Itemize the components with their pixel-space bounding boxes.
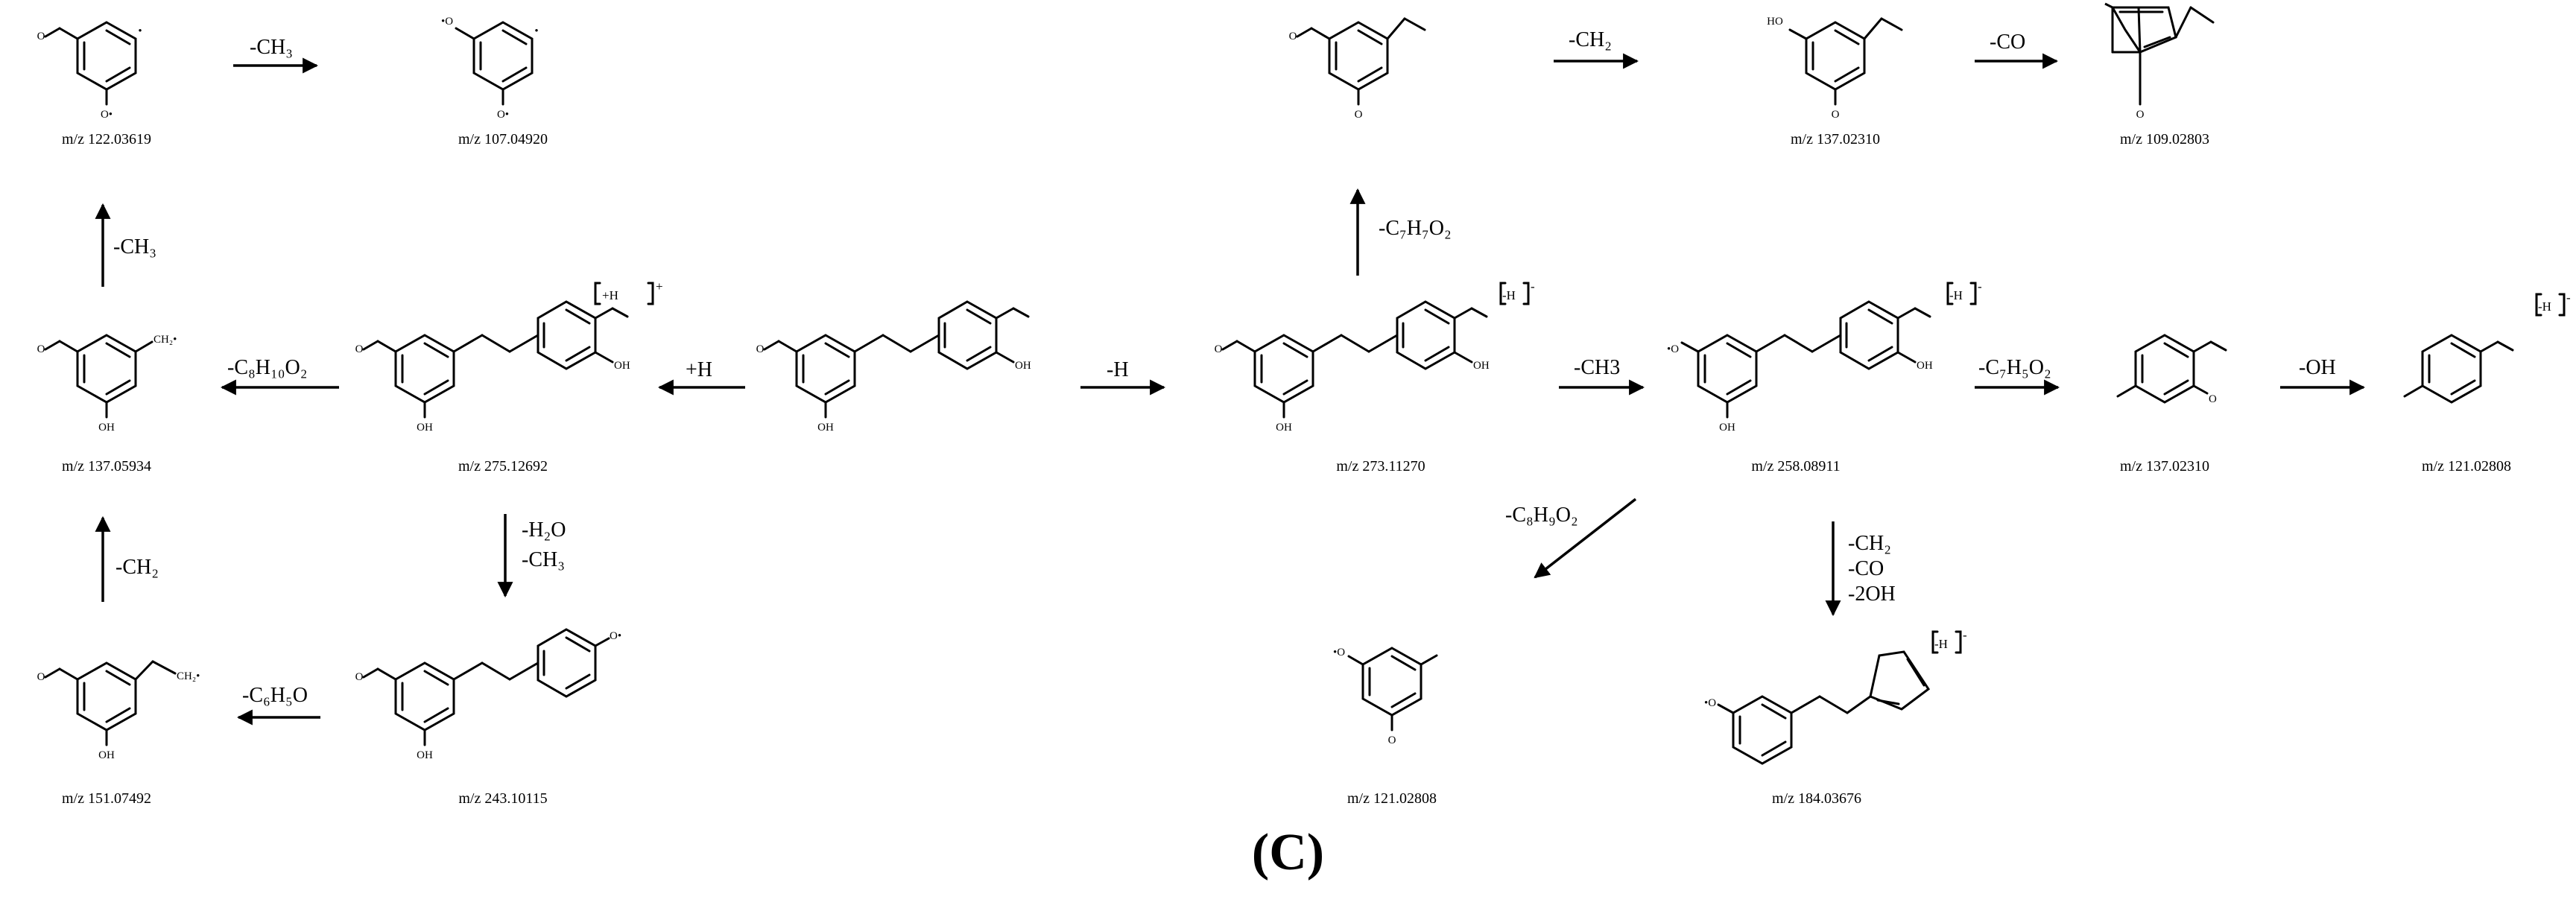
arrow-label: -CO [1990,31,2025,54]
o-radical-atom: O• [610,630,621,642]
charge-label: +H [602,288,618,302]
molecule-mz-273: O OH OH -H - m/z 273.11270 [1215,279,1535,475]
rad-o-atom: •O [1667,343,1679,355]
o-atom: O [37,31,45,42]
ho-atom: HO [1767,16,1783,28]
oh-atom: OH [1473,360,1490,372]
o-atom: O [756,343,765,355]
charge-sign: - [1978,279,1982,293]
o-atom: O [1215,343,1223,355]
oh-atom: OH [1015,360,1031,372]
arrow-label: -CH₃ [522,548,565,571]
o-atom: O [1832,109,1840,121]
mz-label: m/z 109.02803 [2120,131,2209,147]
o-radical-atom: O• [497,109,509,121]
molecule-mz-258: •O OH OH -H - m/z 258.08911 [1667,279,1982,475]
oh-atom: OH [417,749,433,761]
charge-label: -H [1949,288,1963,302]
radical-dot: • [138,25,142,37]
radical-dot: • [534,25,538,37]
molecule-mz-275: O OH OH +H + m/z 275.12692 [355,279,663,475]
mz-label: m/z 258.08911 [1751,458,1840,475]
arrow-label: -C₇H₇O₂ [1379,217,1452,240]
mz-label: m/z 184.03676 [1772,790,1861,807]
rad-o-atom: •O [1704,697,1716,709]
charge-sign: - [2566,291,2571,305]
molecule-mz-243: O OH O• m/z 243.10115 [355,628,621,807]
o-atom: O [37,671,45,683]
parent-molecule: O OH OH [756,300,1031,434]
charge-label: -H [2538,299,2551,314]
molecule-mz-137-02310-mid: O m/z 137.02310 [2116,334,2227,475]
arrow-label: -C₈H₉O₂ [1505,504,1578,527]
molecule-mz-109: O m/z 109.02803 [2104,2,2215,147]
molecule-mz-121-right: -H - m/z 121.02808 [2403,291,2571,475]
oh-atom: OH [98,749,115,761]
oh-atom: OH [1719,422,1735,434]
molecule-mz-151: O OH CH₂• m/z 151.07492 [37,660,200,807]
arrow-label: -H [1107,358,1129,381]
molecule-mz-121-bottom: •O O m/z 121.02808 [1333,647,1438,807]
o-atom: O [355,671,364,683]
arrow-label: -CH₂ [1569,28,1612,51]
mz-label: m/z 243.10115 [458,790,547,807]
arrow-label: -CH3 [1574,356,1620,379]
mz-label: m/z 137.02310 [1791,131,1880,147]
oh-atom: OH [98,422,115,434]
mz-label: m/z 151.07492 [62,790,151,807]
charge-sign: - [1963,628,1967,642]
molecule-mz-107: •O O• • m/z 107.04920 [441,16,548,147]
oh-atom: OH [1276,422,1292,434]
o-atom: O [2209,393,2217,405]
charge-label: -H [1934,637,1948,651]
mz-label: m/z 121.02808 [2422,458,2511,475]
arrow-label: -CH₂ [1848,532,1891,555]
mz-label: m/z 121.02808 [1347,790,1437,807]
arrow-label: -CO [1848,557,1884,580]
o-atom: O [37,343,45,355]
arrow-label: +H [686,358,712,381]
arrow-label: -CH₃ [113,235,156,258]
arrow-label: -C₆H₅O [242,684,308,707]
charge-label: -H [1502,288,1516,302]
mz-label: m/z 273.11270 [1336,458,1425,475]
charge-sign: + [656,279,663,293]
arrow-label: -CH₃ [250,36,293,59]
oh-atom: OH [817,422,834,434]
mz-label: m/z 107.04920 [458,131,548,147]
arrow-label: -C₇H₅O₂ [1978,356,2051,379]
oh-atom: OH [1917,360,1933,372]
arrow-label: -H₂O [522,518,566,542]
molecule-mz-137-02310-top: HO O m/z 137.02310 [1767,16,1903,147]
radical-label: CH₂• [154,334,177,346]
molecule-top-center: O O [1289,17,1426,121]
o-atom: O [2136,109,2145,121]
mz-label: m/z 122.03619 [62,131,151,147]
arrow-neg-to-121 [1534,498,1637,579]
rad-o-atom: •O [441,16,453,28]
arrow-label: -CH₂ [115,556,159,579]
mz-label: m/z 137.02310 [2120,458,2209,475]
molecule-mz-137-05934: O OH CH₂• m/z 137.05934 [37,334,177,475]
oh-atom: OH [417,422,433,434]
radical-label: CH₂• [177,670,200,682]
o-atom: O [355,343,364,355]
o-atom: O [1289,31,1297,42]
panel-label: (C) [1251,824,1325,881]
o-atom: O [1355,109,1363,121]
rad-o-atom: •O [1333,647,1345,658]
mz-label: m/z 275.12692 [458,458,548,475]
charge-sign: - [1531,279,1535,293]
arrow-label: -OH [2299,356,2336,379]
o-radical-atom: O• [101,109,113,121]
molecule-mz-184: •O -H - m/z 184.03676 [1704,628,1967,807]
arrow-label: -2OH [1848,583,1896,606]
molecule-mz-122: O O• • m/z 122.03619 [37,21,151,147]
oh-atom: OH [614,360,630,372]
o-atom: O [1388,734,1396,746]
reaction-arrows: -C₈H₁₀O₂ -CH₃ -CH₃ -CH₂ -C₆H₅O -H₂O -CH₃… [95,28,2366,726]
arrow-label: -C₈H₁₀O₂ [227,356,308,379]
mz-label: m/z 137.05934 [62,458,151,475]
